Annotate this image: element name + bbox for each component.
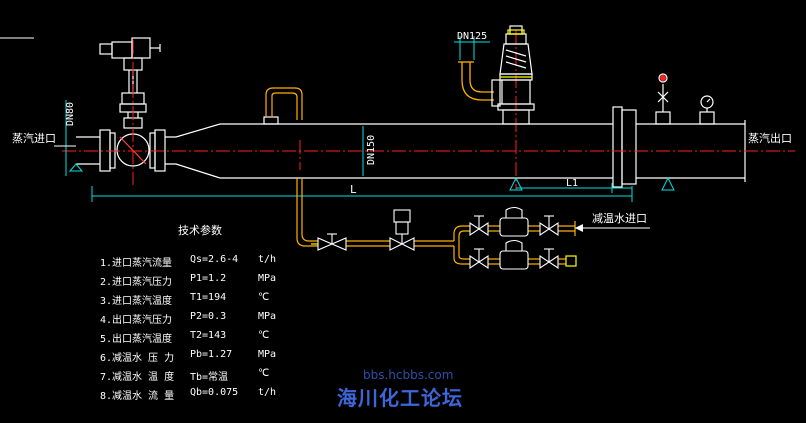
outlet-instruments — [655, 73, 715, 125]
param-value: Pb=1.27 — [190, 349, 233, 360]
label-steam-outlet: 蒸汽出口 — [748, 131, 792, 145]
nozzle-top — [263, 116, 279, 125]
param-value: Tb=常温 — [190, 372, 229, 383]
dn125-dim — [454, 36, 490, 60]
tech-params-title: 技术参数 — [178, 224, 222, 237]
param-unit: MPa — [258, 311, 277, 322]
safety-valve-accents — [500, 29, 532, 78]
water-line — [296, 178, 576, 265]
sample-loop — [265, 87, 303, 120]
label-dim-L: L — [350, 183, 357, 196]
watermark-name: 海川化工论坛 — [337, 386, 463, 410]
param-value: T1=194 — [190, 292, 227, 303]
centerlines — [62, 30, 795, 190]
label-dn80: DN80 — [65, 102, 76, 126]
control-valve — [99, 37, 161, 167]
label-dim-L1: L1 — [566, 178, 578, 189]
label-water-inlet: 减温水进口 — [592, 212, 647, 225]
label-dn125: DN125 — [457, 31, 487, 42]
main-pipe — [76, 106, 746, 188]
param-unit: MPa — [258, 273, 277, 284]
param-unit: t/h — [258, 254, 277, 265]
param-name: 4.出口蒸汽压力 — [100, 315, 173, 326]
param-name: 2.进口蒸汽压力 — [100, 277, 173, 288]
param-unit: t/h — [258, 387, 277, 398]
discharge-flange — [491, 79, 501, 107]
label-dn150: DN150 — [366, 135, 377, 165]
param-name: 6.减温水 压 力 — [100, 353, 175, 364]
supports — [68, 163, 675, 191]
param-unit: MPa — [258, 349, 277, 360]
param-unit: ℃ — [258, 368, 270, 379]
water-accents — [311, 243, 577, 267]
watermark-url: bbs.hcbbs.com — [363, 368, 454, 382]
param-name: 7.减温水 温 度 — [100, 372, 175, 383]
param-unit: ℃ — [258, 330, 270, 341]
param-value: P2=0.3 — [190, 311, 227, 322]
param-value: Qb=0.075 — [190, 387, 239, 398]
param-value: P1=1.2 — [190, 273, 227, 284]
param-name: 3.进口蒸汽温度 — [100, 296, 173, 307]
discharge-pipe — [458, 61, 494, 101]
label-steam-inlet: 蒸汽进口 — [12, 131, 56, 145]
tp-icon — [660, 75, 666, 81]
param-name: 5.出口蒸汽温度 — [100, 334, 173, 345]
param-name: 1.进口蒸汽流量 — [100, 258, 173, 269]
water-valves — [317, 206, 559, 270]
param-unit: ℃ — [258, 292, 270, 303]
param-value: Qs=2.6-4 — [190, 254, 239, 265]
param-name: 8.减温水 流 量 — [100, 391, 175, 402]
param-value: T2=143 — [190, 330, 227, 341]
water-arrow-head — [575, 224, 583, 232]
dimension-lines — [65, 100, 633, 202]
